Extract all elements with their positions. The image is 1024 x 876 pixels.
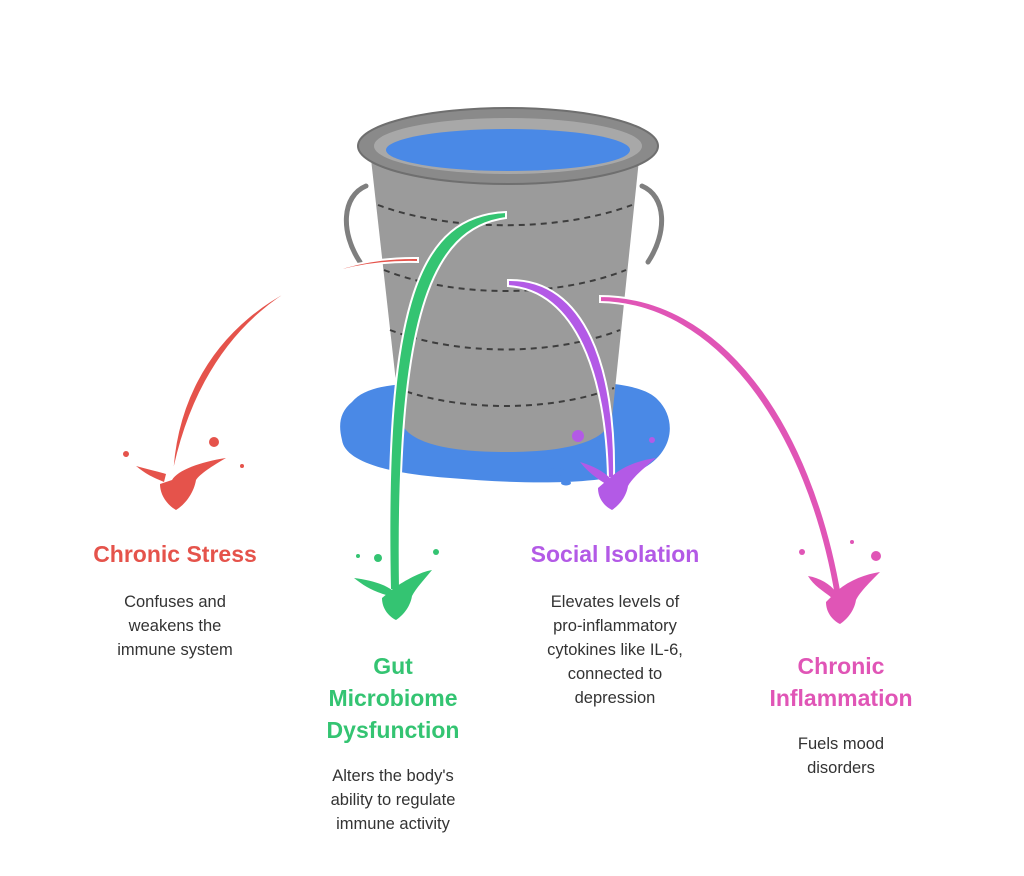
gut-microbiome-description: Alters the body's ability to regulate im… [283,764,503,836]
chronic-inflammation-label: Chronic Inflammation Fuels mood disorder… [728,650,954,780]
bucket-hoop [389,329,621,351]
desc-line: Alters the body's [332,767,454,785]
bucket-handle [639,183,664,265]
social-isolation-droplet [649,437,655,443]
chronic-stress-droplet [209,437,219,447]
bucket-body [370,150,640,452]
chronic-inflammation-description: Fuels mood disorders [728,732,954,780]
chronic-stress-description: Confuses and weakens the immune system [60,590,290,662]
chronic-inflammation-droplet [871,551,881,561]
water-droplet [561,480,571,486]
desc-line: connected to [567,665,663,683]
desc-line: immune system [117,641,233,659]
desc-line: depression [574,689,656,707]
desc-line: disorders [807,759,875,777]
desc-line: weakens the [128,617,222,635]
chronic-stress-label: Chronic Stress Confuses and weakens the … [60,538,290,662]
chronic-stress-droplet [123,451,129,457]
title-line: Chronic Stress [93,541,257,567]
chronic-inflammation-droplet [850,540,854,544]
gut-splash [354,570,432,620]
bucket-water [386,129,630,171]
gut-microbiome-label: Gut Microbiome Dysfunction Alters the bo… [283,650,503,836]
chronic-inflammation-splash [808,572,880,624]
desc-line: pro-inflammatory [553,617,677,635]
social-isolation-droplet [572,430,584,442]
desc-line: Elevates levels of [550,593,680,611]
water-droplet [546,468,566,476]
title-line: Dysfunction [326,717,460,743]
social-isolation-splash [580,458,656,510]
title-line: Microbiome [328,685,458,711]
social-isolation-label: Social Isolation Elevates levels of pro-… [495,538,735,710]
chronic-inflammation-title: Chronic Inflammation [728,650,954,714]
social-isolation-title: Social Isolation [495,538,735,570]
bucket-handle [344,183,369,265]
title-line: Chronic [797,653,885,679]
social-isolation-description: Elevates levels of pro-inflammatory cyto… [495,590,735,710]
desc-line: Confuses and [124,593,226,611]
desc-line: ability to regulate [330,791,456,809]
title-line: Gut [373,653,413,679]
desc-line: cytokines like IL-6, [547,641,683,659]
title-line: Inflammation [769,685,913,711]
desc-line: immune activity [336,815,450,833]
gut-droplet [356,554,360,558]
gut-droplet [374,554,382,562]
bucket-hoop [395,387,615,407]
gut-droplet [433,549,439,555]
chronic-stress-title: Chronic Stress [60,538,290,570]
desc-line: Fuels mood [797,735,885,753]
chronic-inflammation-droplet [799,549,805,555]
gut-microbiome-title: Gut Microbiome Dysfunction [283,650,503,746]
chronic-stress-stream [171,256,419,481]
title-line: Social Isolation [530,541,700,567]
chronic-stress-droplet [240,464,244,468]
bucket-hoop [383,269,627,292]
chronic-stress-splash [136,458,226,510]
